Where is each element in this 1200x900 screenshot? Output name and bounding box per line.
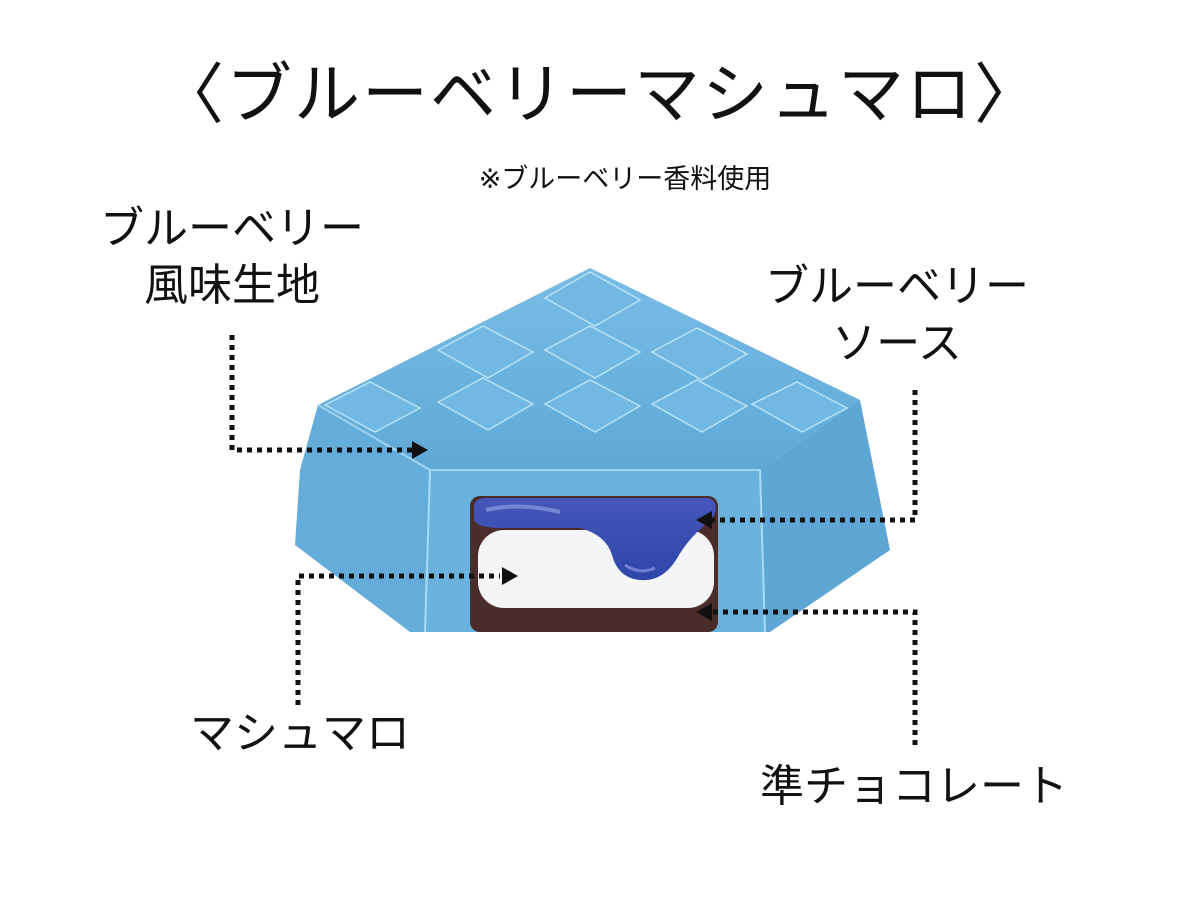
label-dough-line1: ブルーベリー	[100, 203, 364, 254]
label-chocolate: 準チョコレート	[760, 761, 1068, 812]
arrow-right-icon	[502, 567, 518, 585]
leader-sauce	[712, 390, 918, 523]
arrow-left-icon	[696, 511, 712, 529]
label-sauce-line2: ソース	[832, 318, 962, 370]
label-sauce-line1: ブルーベリー	[765, 261, 1029, 312]
leader-dough	[229, 335, 412, 453]
checker-pattern	[323, 271, 849, 433]
label-dough-line2: 風味生地	[144, 260, 320, 312]
arrow-left-icon	[696, 603, 712, 621]
leader-lines	[229, 335, 918, 745]
product-title: 〈ブルーベリーマシュマロ〉	[158, 56, 1042, 133]
label-marshmallow: マシュマロ	[190, 708, 410, 759]
flavoring-note: ※ブルーベリー香料使用	[478, 164, 772, 195]
arrow-icons	[412, 441, 712, 621]
label-blueberry-sauce: ブルーベリー ソース	[765, 258, 1029, 372]
leader-chocolate	[712, 609, 918, 745]
leader-marshmallow	[295, 573, 500, 705]
blueberry-sauce-layer	[474, 498, 716, 581]
label-blueberry-dough: ブルーベリー 風味生地	[100, 200, 364, 314]
arrow-right-icon	[412, 441, 428, 459]
